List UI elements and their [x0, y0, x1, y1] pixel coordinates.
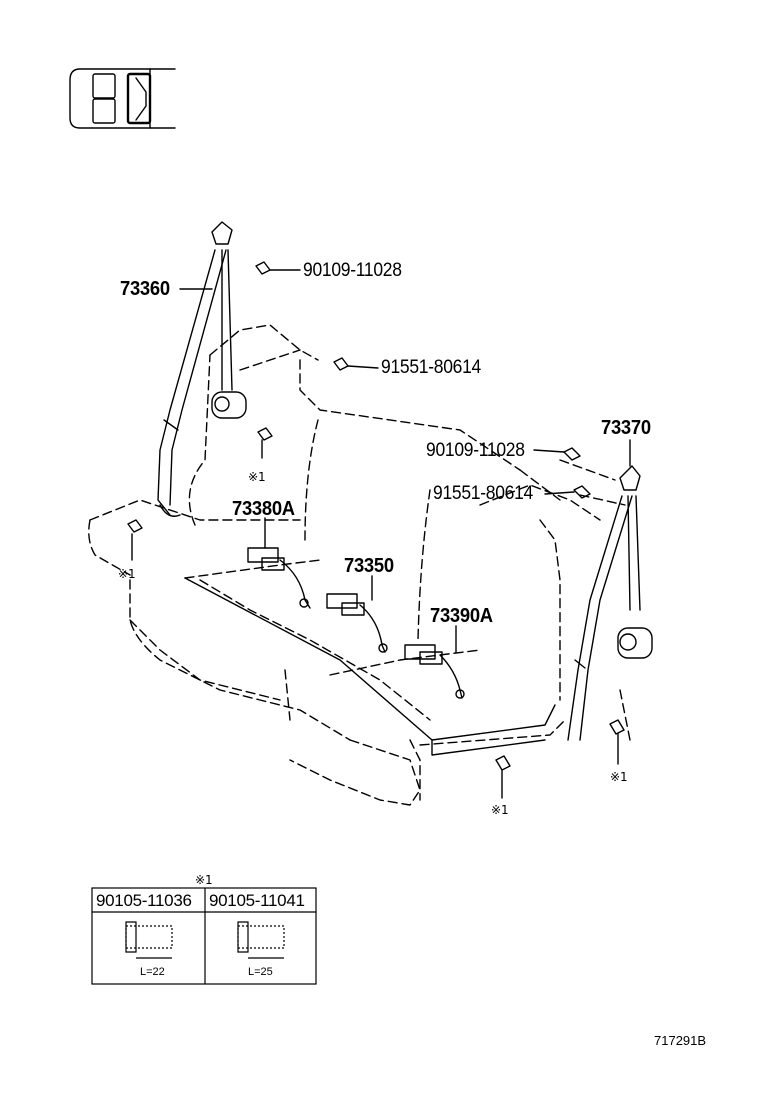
- table-col2-part: 90105-11041: [209, 891, 305, 910]
- callout-73390a: 73390A: [430, 605, 493, 627]
- seat-outline-dashed: [88, 324, 631, 806]
- callout-bolt-upper-left: 90109-11028: [303, 260, 402, 281]
- right-seat-belt-assembly: [567, 465, 653, 741]
- table-col1-length: L=22: [140, 966, 165, 978]
- callout-bolt-mid-left: 91551-80614: [381, 357, 482, 378]
- seat-cushion-bottom: [431, 739, 546, 756]
- callout-73360: 73360: [120, 278, 170, 300]
- diagram-reference-code: 717291B: [654, 1033, 707, 1048]
- callout-73370: 73370: [601, 417, 651, 439]
- bolt-length-table: [91, 887, 317, 985]
- note-mark-1: ※1: [248, 470, 266, 484]
- seat-cushion-edge: [184, 577, 556, 741]
- buckle-73350-drawing: [326, 593, 388, 653]
- note-mark-2: ※1: [118, 567, 136, 581]
- buckle-73390a-drawing: [404, 644, 465, 699]
- table-col2-length: L=25: [248, 966, 273, 978]
- left-seat-belt-assembly: [157, 221, 247, 517]
- note-mark-3: ※1: [610, 770, 628, 784]
- leader-lines: [131, 269, 631, 799]
- note-mark-4: ※1: [491, 803, 509, 817]
- table-note-mark: ※1: [195, 873, 213, 887]
- callout-73380a: 73380A: [232, 498, 295, 520]
- table-col1-part: 90105-11036: [96, 891, 192, 910]
- vehicle-seat-position-icon: [69, 68, 176, 129]
- buckle-73380a-drawing: [247, 547, 311, 609]
- callout-bolt-upper-right: 90109-11028: [426, 440, 525, 461]
- callout-bolt-mid-right: 91551-80614: [433, 483, 534, 504]
- callout-73350: 73350: [344, 555, 394, 577]
